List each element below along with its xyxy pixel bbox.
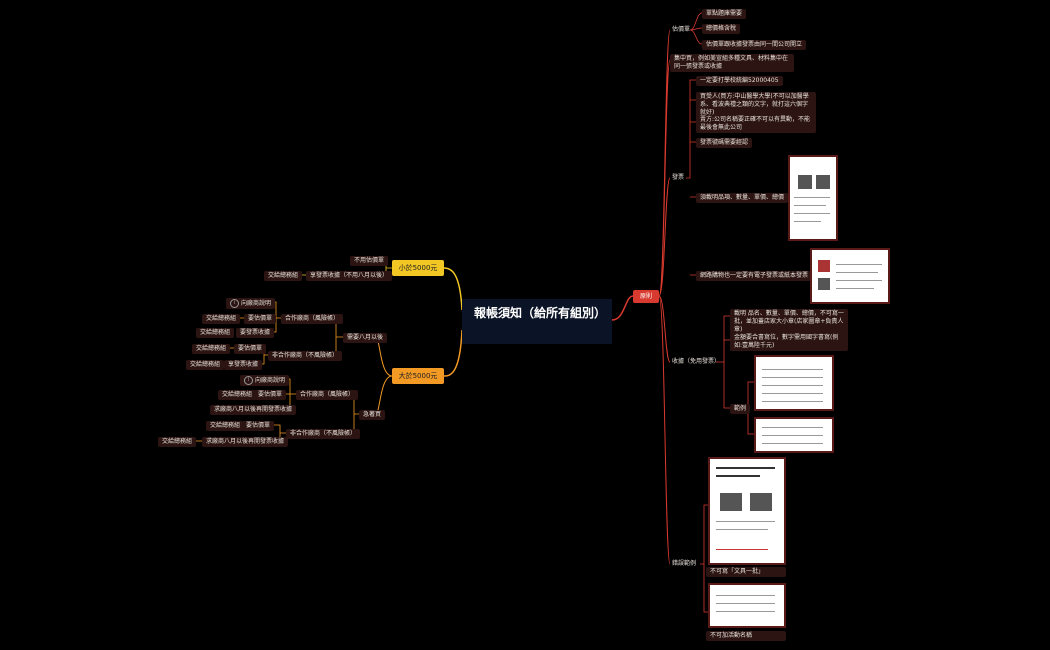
receipt-item[interactable]: 載明 品名、數量、單價、總價，不可寫一批，並加蓋店家大小章(店家圖章+負責人章) (730, 309, 848, 335)
small-item[interactable]: 不用估價單 (350, 256, 389, 266)
give-general-affairs[interactable]: 交給總務組 (206, 421, 245, 431)
give-general-affairs[interactable]: 交給總務組 (186, 360, 225, 370)
noncoop-vendor[interactable]: 非合作廠商（不風險帳） (268, 351, 343, 361)
give-general-affairs[interactable]: 交給總務組 (192, 344, 231, 354)
invoice-item[interactable]: 網路購物也一定要有電子發票或紙本發票 (696, 271, 813, 281)
info-icon: i (230, 299, 239, 308)
wrong-item[interactable]: 不可加活動名稱 (706, 631, 786, 641)
branch-principle[interactable]: 原則 (633, 290, 659, 303)
receipt-item[interactable]: 金額要合書寫位，數字需用國字書寫(例如:壹萬陸千元) (730, 333, 848, 351)
estimate-item[interactable]: 估價單跟收據發票由同一間公司開立 (702, 40, 807, 50)
invoice-item[interactable]: 一定要打學校統編52000405 (696, 76, 783, 86)
coop-item[interactable]: 求廠商八月以後再開發票收據 (210, 405, 297, 415)
coop-item[interactable]: 要發票收據 (236, 328, 275, 338)
estimate-item[interactable]: 總價格含稅 (702, 24, 741, 34)
topic-invoice[interactable]: 發票 (672, 174, 685, 181)
invoice-item[interactable]: 發票號碼需要經認 (696, 138, 753, 148)
receipt-photo (754, 355, 834, 411)
give-general-affairs[interactable]: 交給總務組 (218, 390, 257, 400)
invoice-item[interactable]: 須載明品項、數量、單價、總價 (696, 193, 789, 203)
noncoop-item[interactable]: 享發票收據 (224, 360, 263, 370)
give-general-affairs[interactable]: 交給總務組 (158, 437, 197, 447)
noncoop-vendor[interactable]: 非合作廠商（不風險帳） (286, 429, 361, 439)
receipt-example[interactable]: 範例 (730, 404, 751, 414)
topic-estimate[interactable]: 估價單 (672, 26, 691, 33)
coop-item[interactable]: 要估價單 (244, 314, 277, 324)
branch-under-5000[interactable]: 小於5000元 (392, 260, 444, 276)
topic-receipt[interactable]: 收據（免用發票） (672, 358, 721, 365)
noncoop-item[interactable]: 求廠商八月以後再開發票收據 (202, 437, 289, 447)
online-invoice-photo (810, 248, 890, 304)
wrong-item[interactable]: 不可寫「文具一批」 (706, 567, 786, 577)
give-general-affairs[interactable]: 交給總務組 (202, 314, 241, 324)
small-item[interactable]: 交給總務組 (264, 271, 303, 281)
coop-item[interactable]: 要估價單 (254, 390, 287, 400)
large-urgent[interactable]: 急著買 (359, 410, 386, 420)
branch-over-5000[interactable]: 大於5000元 (392, 368, 444, 384)
coop-vendor[interactable]: 合作廠商（風險帳） (296, 390, 359, 400)
small-item[interactable]: 享發票收據（不用八月以後） (306, 271, 393, 281)
large-after-august[interactable]: 需要八月以後 (343, 333, 388, 343)
wrong-receipt-photo (708, 583, 786, 628)
invoice-item[interactable]: 買受人(買方:中山醫學大學(不可以加醫學系、看波典禮之類的文字，就打這六個字就好… (696, 92, 816, 118)
invoice-item[interactable]: 賣方:公司名稱要正確不可以有異動，不能最後會無此公司 (696, 115, 816, 133)
info-icon: i (244, 376, 253, 385)
topic-concentrate[interactable]: 集中買，例如美宣組多種文具、材料集中在同一張發票或收據 (670, 54, 794, 72)
noncoop-item[interactable]: 要估價單 (242, 421, 275, 431)
root-topic[interactable]: 報帳須知（給所有組別） (462, 299, 612, 344)
give-general-affairs[interactable]: 交給總務組 (196, 328, 235, 338)
noncoop-item[interactable]: 要估價單 (234, 344, 267, 354)
coop-vendor[interactable]: 合作廠商（風險帳） (281, 314, 344, 324)
wrong-invoice-photo (708, 457, 786, 565)
estimate-item[interactable]: 單點題庫需要 (702, 9, 747, 19)
topic-wrong-example[interactable]: 錯誤範例 (672, 560, 697, 567)
receipt-photo (754, 417, 834, 453)
invoice-photo (788, 155, 838, 241)
